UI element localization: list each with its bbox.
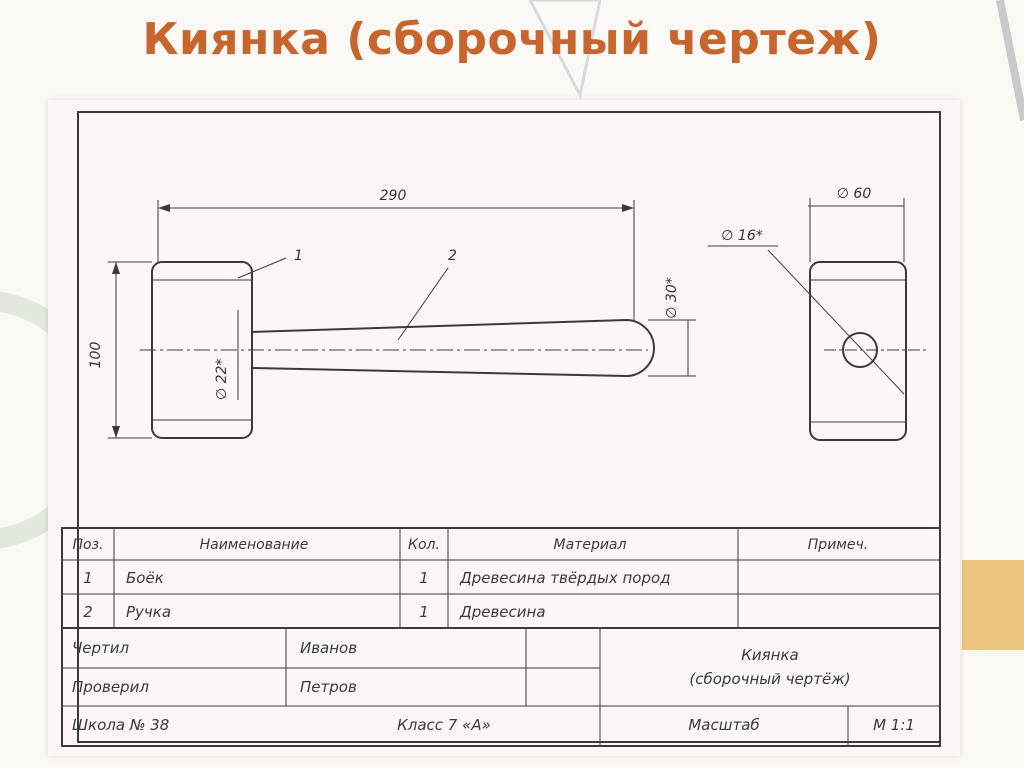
drawing-frame — [77, 111, 941, 743]
spec-row-name: Ручка — [126, 603, 171, 621]
dim-handle-end: ∅ 30* — [664, 277, 680, 318]
block-title-line2: (сборочный чертёж) — [689, 670, 850, 688]
spec-row-name: Боёк — [126, 569, 164, 587]
drew-label: Чертил — [72, 639, 130, 657]
drawing-sheet: 290 100 ∅ 22* ∅ 30* 1 2 ∅ 60 ∅ — [48, 100, 960, 756]
dim-head-height: 100 — [88, 342, 104, 369]
triangle-decor — [528, 0, 602, 100]
mallet-handle — [251, 318, 655, 378]
title-block — [61, 627, 941, 747]
spec-row-qty: 1 — [419, 569, 429, 587]
slide-title: Киянка (сборочный чертеж) — [142, 14, 882, 65]
dim-length: 290 — [380, 188, 407, 204]
spec-row-pos: 1 — [83, 569, 93, 587]
mallet-head-end-view — [809, 261, 907, 441]
dim-head-diameter: ∅ 60 — [837, 186, 872, 202]
spec-header-name: Наименование — [200, 537, 309, 553]
dim-hole-diameter: ∅ 16* — [721, 228, 762, 244]
spec-row-qty: 1 — [419, 603, 429, 621]
school-label: Школа № 38 — [72, 716, 169, 734]
spec-header-qty: Кол. — [408, 537, 440, 553]
checked-name: Петров — [300, 678, 357, 696]
dim-handle-neck: ∅ 22* — [214, 359, 230, 400]
technical-drawing: 290 100 ∅ 22* ∅ 30* 1 2 ∅ 60 ∅ — [61, 111, 941, 747]
compass-decor — [996, 0, 1024, 121]
spec-row-pos: 2 — [83, 603, 93, 621]
spec-row-material: Древесина твёрдых пород — [459, 569, 671, 587]
spec-header-note: Примеч. — [808, 537, 868, 553]
spec-header-pos: Поз. — [73, 537, 104, 553]
drew-name: Иванов — [300, 639, 357, 657]
callout-leader-handle — [397, 267, 449, 341]
callout-handle: 2 — [448, 248, 457, 264]
ruler-decor — [962, 560, 1024, 650]
scale-value: М 1:1 — [873, 716, 915, 734]
scale-label: Масштаб — [688, 716, 759, 734]
checked-label: Проверил — [72, 678, 149, 696]
callout-head: 1 — [294, 248, 303, 264]
spec-row-material: Древесина — [459, 603, 546, 621]
block-title-line1: Киянка — [741, 646, 798, 664]
callout-leader-head — [237, 257, 287, 279]
class-label: Класс 7 «А» — [397, 716, 491, 734]
spec-header-material: Материал — [554, 537, 627, 553]
